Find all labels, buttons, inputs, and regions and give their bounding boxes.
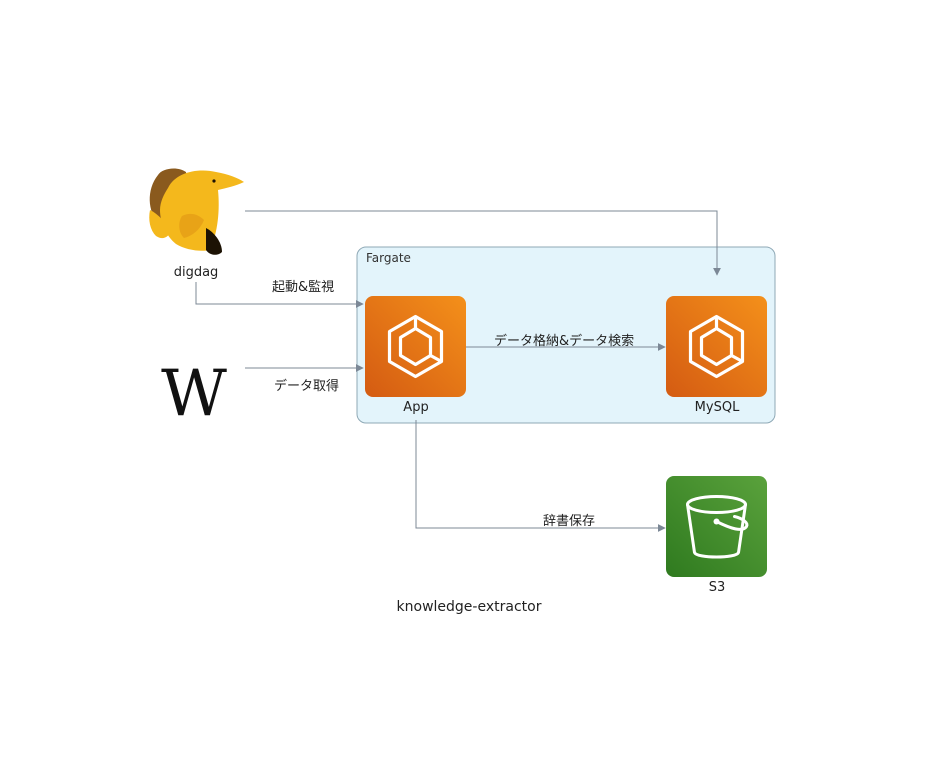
digdag-label: digdag xyxy=(173,265,219,280)
edge-label-start-monitor: 起動&監視 xyxy=(272,280,335,295)
edge-label-store-search: データ格納&データ検索 xyxy=(494,334,635,349)
mysql-ecs-icon[interactable] xyxy=(666,296,767,397)
app-ecs-icon[interactable] xyxy=(365,296,466,397)
app-label: App xyxy=(403,400,429,415)
edge-app-to-s3 xyxy=(415,420,666,532)
s3-label: S3 xyxy=(708,580,726,595)
edge-digdag-to-mysql xyxy=(245,210,721,276)
edge-label-fetch-data: データ取得 xyxy=(274,379,340,394)
s3-bucket-icon[interactable] xyxy=(666,476,767,577)
digdag-mascot-icon xyxy=(149,168,244,255)
wikipedia-w-icon: W xyxy=(161,357,227,431)
diagram-title: knowledge-extractor xyxy=(396,599,542,615)
edge-digdag-to-app xyxy=(195,282,364,308)
fargate-group-label: Fargate xyxy=(366,251,411,265)
edge-label-save-dict: 辞書保存 xyxy=(543,514,596,529)
mysql-label: MySQL xyxy=(694,400,740,415)
